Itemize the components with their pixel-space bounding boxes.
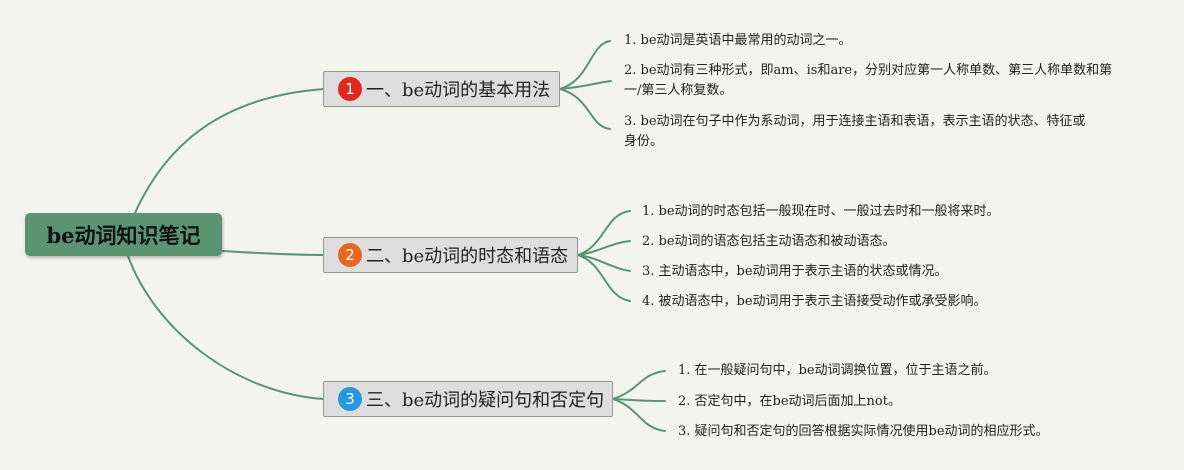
number-badge-3: 3 xyxy=(338,387,362,411)
leaf-1-3: 3. be动词在句子中作为系动词，用于连接主语和表语，表示主语的状态、特征或身份… xyxy=(624,114,1086,149)
leaf-3-1: 1. 在一般疑问句中，be动词调换位置，位于主语之前。 xyxy=(678,363,997,378)
branch-label-1: 一、be动词的基本用法 xyxy=(366,80,551,101)
branch-node-3: 3 三、be动词的疑问句和否定句 xyxy=(323,381,613,417)
branch-node-1: 1 一、be动词的基本用法 xyxy=(323,71,560,107)
connector-b2-leaf-4 xyxy=(577,254,631,302)
branch-label-2: 二、be动词的时态和语态 xyxy=(366,246,569,267)
leaf-2-1: 1. be动词的时态包括一般现在时、一般过去时和一般将来时。 xyxy=(642,204,1000,219)
branch-node-2: 2 二、be动词的时态和语态 xyxy=(323,237,578,273)
connector-b3-leaf-2 xyxy=(612,398,666,402)
leaf-1-2: 2. be动词有三种形式，即am、is和are，分别对应第一人称单数、第三人称单… xyxy=(624,63,1113,98)
connector-b3-leaf-3 xyxy=(612,398,666,432)
connector-root-branch-3 xyxy=(127,255,325,400)
connector-b3-leaf-1 xyxy=(612,370,666,400)
number-badge-1: 1 xyxy=(338,77,362,101)
root-label: be动词知识笔记 xyxy=(46,222,201,248)
leaf-3-3: 3. 疑问句和否定句的回答根据实际情况使用be动词的相应形式。 xyxy=(678,424,1049,439)
connector-b2-leaf-2 xyxy=(577,240,631,256)
number-badge-2: 2 xyxy=(338,243,362,267)
connector-b2-leaf-3 xyxy=(577,254,631,272)
branch-label-3: 三、be动词的疑问句和否定句 xyxy=(366,390,605,411)
connector-b1-leaf-3 xyxy=(559,88,611,130)
leaf-3-2: 2. 否定句中，在be动词后面加上not。 xyxy=(678,394,901,409)
root-node: be动词知识笔记 xyxy=(25,213,222,256)
connector-b2-leaf-1 xyxy=(577,210,631,256)
connector-b1-leaf-2 xyxy=(559,80,612,90)
connector-root-branch-2 xyxy=(221,250,325,256)
leaf-2-4: 4. 被动语态中，be动词用于表示主语接受动作或承受影响。 xyxy=(642,294,987,309)
leaf-1-1: 1. be动词是英语中最常用的动词之一。 xyxy=(624,33,852,48)
leaf-2-3: 3. 主动语态中，be动词用于表示主语的状态或情况。 xyxy=(642,264,948,279)
connector-b1-leaf-1 xyxy=(559,40,611,90)
leaf-2-2: 2. be动词的语态包括主动语态和被动语态。 xyxy=(642,234,896,249)
connector-root-branch-1 xyxy=(134,88,325,214)
